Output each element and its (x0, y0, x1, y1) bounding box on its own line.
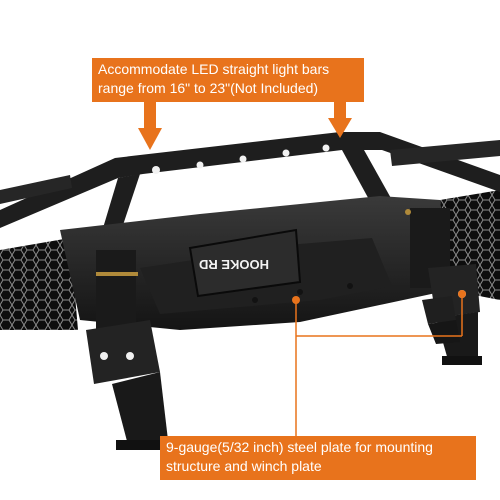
light-bar-callout-line2: range from 16" to 23"(Not Included) (98, 80, 319, 96)
steel-plate-callout-line2: structure and winch plate (166, 458, 322, 474)
light-bar-mount-holes (152, 144, 330, 174)
light-bar-callout: Accommodate LED straight light bars rang… (92, 58, 364, 102)
winch-plate (140, 228, 392, 314)
left-mounting-bracket (86, 250, 176, 450)
left-mesh-grille (0, 238, 78, 330)
callout-markers (292, 290, 466, 304)
callout-arrows (138, 102, 352, 150)
center-support-bracket (422, 296, 460, 344)
steel-plate-callout: 9-gauge(5/32 inch) steel plate for mount… (160, 436, 476, 480)
callout-leader-lines (295, 296, 463, 436)
steel-plate-callout-line1: 9-gauge(5/32 inch) steel plate for mount… (166, 439, 433, 455)
light-bar-callout-line1: Accommodate LED straight light bars (98, 61, 330, 77)
light-bar-hoop (0, 132, 500, 240)
brand-plate-text: HOOKE RD (199, 257, 269, 272)
